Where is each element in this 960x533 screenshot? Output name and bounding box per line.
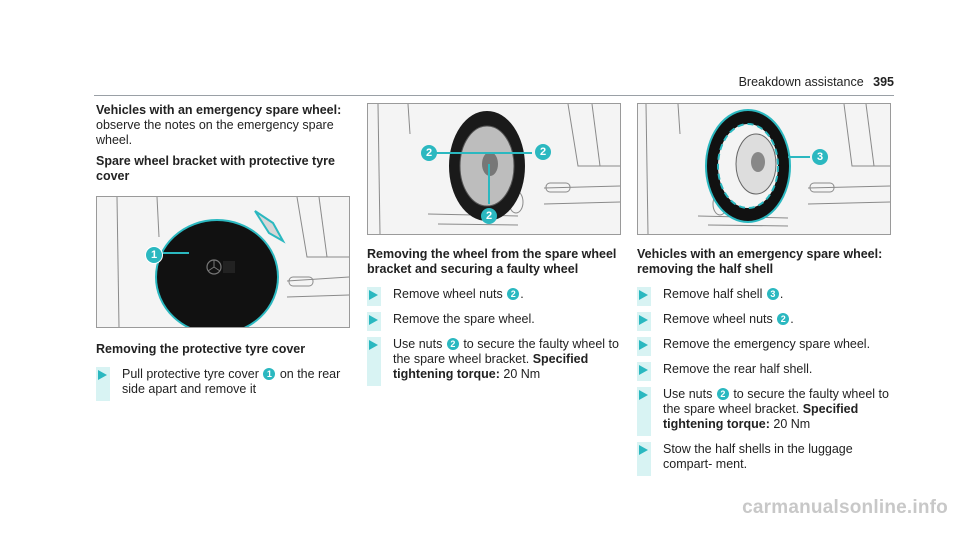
- step-arrow-icon: [639, 340, 648, 350]
- watermark: carmanualsonline.info: [742, 497, 948, 518]
- column-2: 2 2 2 Removing the wheel from the spare …: [367, 103, 621, 386]
- step-arrow-icon: [369, 290, 378, 300]
- intro-bold: Vehicles with an emergency spare wheel:: [96, 103, 342, 117]
- step-text: on the rear side apart and remove it: [122, 367, 341, 396]
- ref-callout-3: 3: [766, 288, 779, 300]
- step-3: Use nuts 2 to secure the faulty wheel to…: [367, 337, 621, 386]
- section-name: Breakdown assistance: [738, 75, 864, 89]
- step-text: Stow the half shells in the luggage comp…: [663, 442, 853, 471]
- torque-value: 20 Nm: [503, 367, 541, 381]
- step-text: Remove the emergency spare wheel.: [663, 337, 871, 351]
- step-arrow-icon: [98, 370, 107, 380]
- page-number: 395: [873, 75, 894, 89]
- step-arrow-icon: [639, 390, 648, 400]
- header-rule: [94, 95, 894, 96]
- figure-spare-wheel: 2 2 2: [367, 103, 621, 235]
- section-title: Spare wheel bracket with protective tyre…: [96, 154, 335, 183]
- page-header: Breakdown assistance 395: [739, 75, 894, 89]
- step-text: Use nuts: [393, 337, 443, 351]
- step-1: Remove wheel nuts 2.: [367, 287, 621, 306]
- ref-callout-1: 1: [263, 368, 276, 380]
- procedure-title: Vehicles with an emergency spare wheel: …: [637, 247, 883, 276]
- intro-text: observe the notes on the emergency spare…: [96, 118, 334, 147]
- torque-value: 20 Nm: [773, 417, 811, 431]
- figure-tyre-cover: 1: [96, 196, 350, 328]
- step-arrow-icon: [639, 445, 648, 455]
- callout-2-left: 2: [421, 145, 437, 161]
- step-text: to secure the faulty wheel to the spare …: [393, 337, 619, 366]
- callout-1: 1: [145, 246, 163, 264]
- ref-callout-2: 2: [777, 313, 790, 325]
- step-arrow-icon: [639, 315, 648, 325]
- step-arrow-icon: [369, 315, 378, 325]
- step-arrow-icon: [639, 365, 648, 375]
- step-text: Remove the rear half shell.: [663, 362, 813, 376]
- torque-label: Specified tightening torque:: [393, 352, 589, 381]
- procedure-title: Removing the wheel from the spare wheel …: [367, 247, 617, 276]
- ref-callout-2: 2: [507, 288, 520, 300]
- step-4: Remove the rear half shell.: [637, 362, 891, 381]
- column-3: 3 Vehicles with an emergency spare wheel…: [637, 103, 891, 476]
- procedure-title: Removing the protective tyre cover: [96, 342, 306, 356]
- step-text: Pull protective tyre cover: [122, 367, 259, 381]
- step-1: Remove half shell 3.: [637, 287, 891, 306]
- torque-label: Specified tightening torque:: [663, 402, 859, 431]
- step-text: .: [790, 312, 794, 326]
- ref-callout-2: 2: [446, 338, 459, 350]
- step-text: .: [779, 287, 784, 301]
- step-5: Use nuts 2 to secure the faulty wheel to…: [637, 387, 891, 436]
- figure-half-shell: 3: [637, 103, 891, 235]
- callout-3: 3: [812, 149, 828, 165]
- step-text: Remove the spare wheel.: [393, 312, 535, 326]
- ref-callout-2: 2: [716, 388, 729, 400]
- step-text: Remove wheel nuts: [393, 287, 503, 301]
- intro-note: Vehicles with an emergency spare wheel:o…: [96, 103, 350, 148]
- step-2: Remove the spare wheel.: [367, 312, 621, 331]
- column-1: Vehicles with an emergency spare wheel:o…: [96, 103, 350, 401]
- callout-2-right: 2: [535, 144, 551, 160]
- step-text: Remove half shell: [663, 287, 763, 301]
- step-arrow-icon: [369, 340, 378, 350]
- step-6: Stow the half shells in the luggage comp…: [637, 442, 891, 476]
- step-text: to secure the faulty wheel to the spare …: [663, 387, 889, 416]
- step-2: Remove wheel nuts 2.: [637, 312, 891, 331]
- step-text: Remove wheel nuts: [663, 312, 773, 326]
- step-text: Use nuts: [663, 387, 713, 401]
- callout-2-bottom: 2: [481, 208, 497, 224]
- step-3: Remove the emergency spare wheel.: [637, 337, 891, 356]
- step-arrow-icon: [639, 290, 648, 300]
- step-text: .: [520, 287, 524, 301]
- step-1: Pull protective tyre cover 1 on the rear…: [96, 367, 350, 401]
